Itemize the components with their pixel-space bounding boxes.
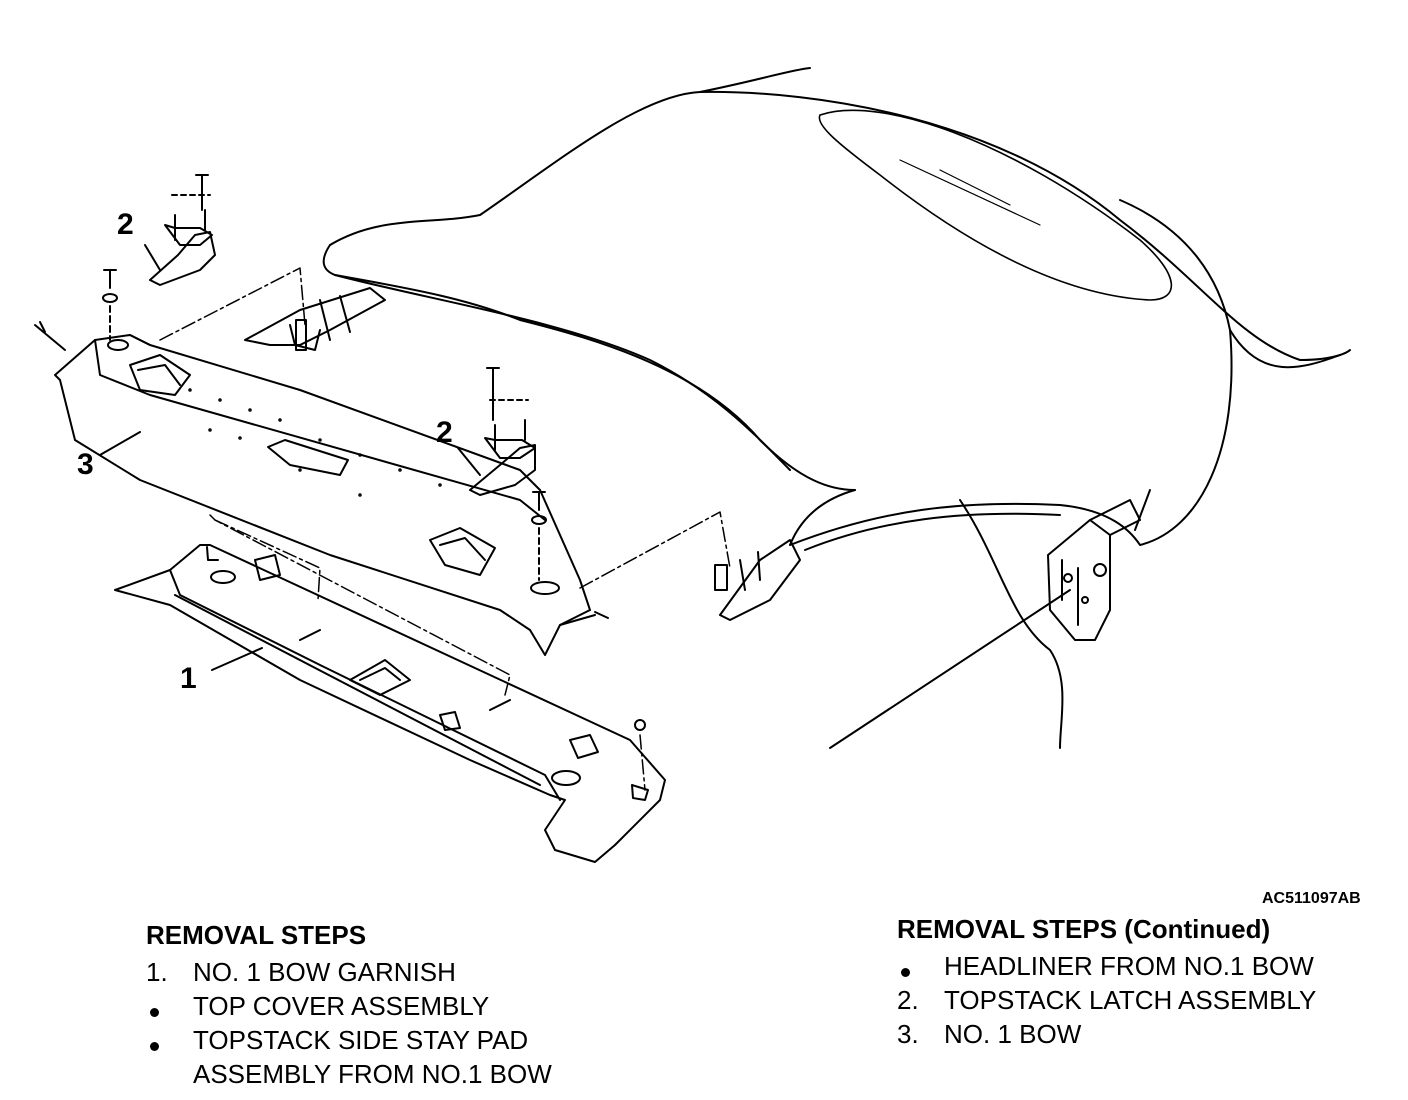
step-text: ASSEMBLY FROM NO.1 BOW xyxy=(193,1059,552,1089)
bullet-icon xyxy=(901,968,910,977)
removal-steps-continued: REMOVAL STEPS (Continued) HEADLINER FROM… xyxy=(897,914,1397,1051)
step-item: 1. NO. 1 BOW GARNISH xyxy=(146,955,666,989)
left-body-bracket xyxy=(244,287,386,351)
step-text: NO. 1 BOW GARNISH xyxy=(193,957,456,987)
no1-bow xyxy=(34,321,609,656)
step-text: TOPSTACK SIDE STAY PAD xyxy=(193,1025,529,1055)
callout-3: 3 xyxy=(77,448,94,481)
step-number: 1. xyxy=(146,957,168,987)
bullet-icon xyxy=(150,1008,159,1017)
callout-2-left: 2 xyxy=(117,208,134,241)
right-hinge-bracket xyxy=(1047,499,1141,641)
step-item-continuation: ASSEMBLY FROM NO.1 BOW xyxy=(146,1057,666,1091)
step-number: 3. xyxy=(897,1019,919,1049)
removal-steps-continued-title: REMOVAL STEPS (Continued) xyxy=(897,914,1271,944)
right-body-bracket xyxy=(714,539,801,621)
step-item: TOP COVER ASSEMBLY xyxy=(146,989,666,1023)
topstack-latch-assembly-right xyxy=(469,367,536,496)
assembly-guide-lines xyxy=(159,267,731,791)
step-item: TOPSTACK SIDE STAY PAD xyxy=(146,1023,666,1057)
step-item: HEADLINER FROM NO.1 BOW xyxy=(897,949,1397,983)
step-text: HEADLINER FROM NO.1 BOW xyxy=(944,951,1314,981)
step-item: 3. NO. 1 BOW xyxy=(897,1017,1397,1051)
removal-steps-title: REMOVAL STEPS xyxy=(146,920,367,950)
topstack-latch-assembly-left xyxy=(149,174,216,286)
callout-2-right: 2 xyxy=(436,416,453,449)
bullet-icon xyxy=(150,1042,159,1051)
step-item: 2. TOPSTACK LATCH ASSEMBLY xyxy=(897,983,1397,1017)
step-text: NO. 1 BOW xyxy=(944,1019,1082,1049)
step-number: 2. xyxy=(897,985,919,1015)
removal-steps: REMOVAL STEPS 1. NO. 1 BOW GARNISH TOP C… xyxy=(146,920,666,1091)
step-text: TOP COVER ASSEMBLY xyxy=(193,991,490,1021)
callout-1: 1 xyxy=(180,662,197,695)
no1-bow-garnish xyxy=(114,544,666,863)
figure-code: AC511097AB xyxy=(1262,890,1361,907)
top-cover-assembly xyxy=(322,67,1351,749)
step-text: TOPSTACK LATCH ASSEMBLY xyxy=(944,985,1317,1015)
callout-leaders xyxy=(99,244,481,671)
exploded-view-diagram xyxy=(34,67,1351,863)
bow-bolts xyxy=(102,269,547,581)
